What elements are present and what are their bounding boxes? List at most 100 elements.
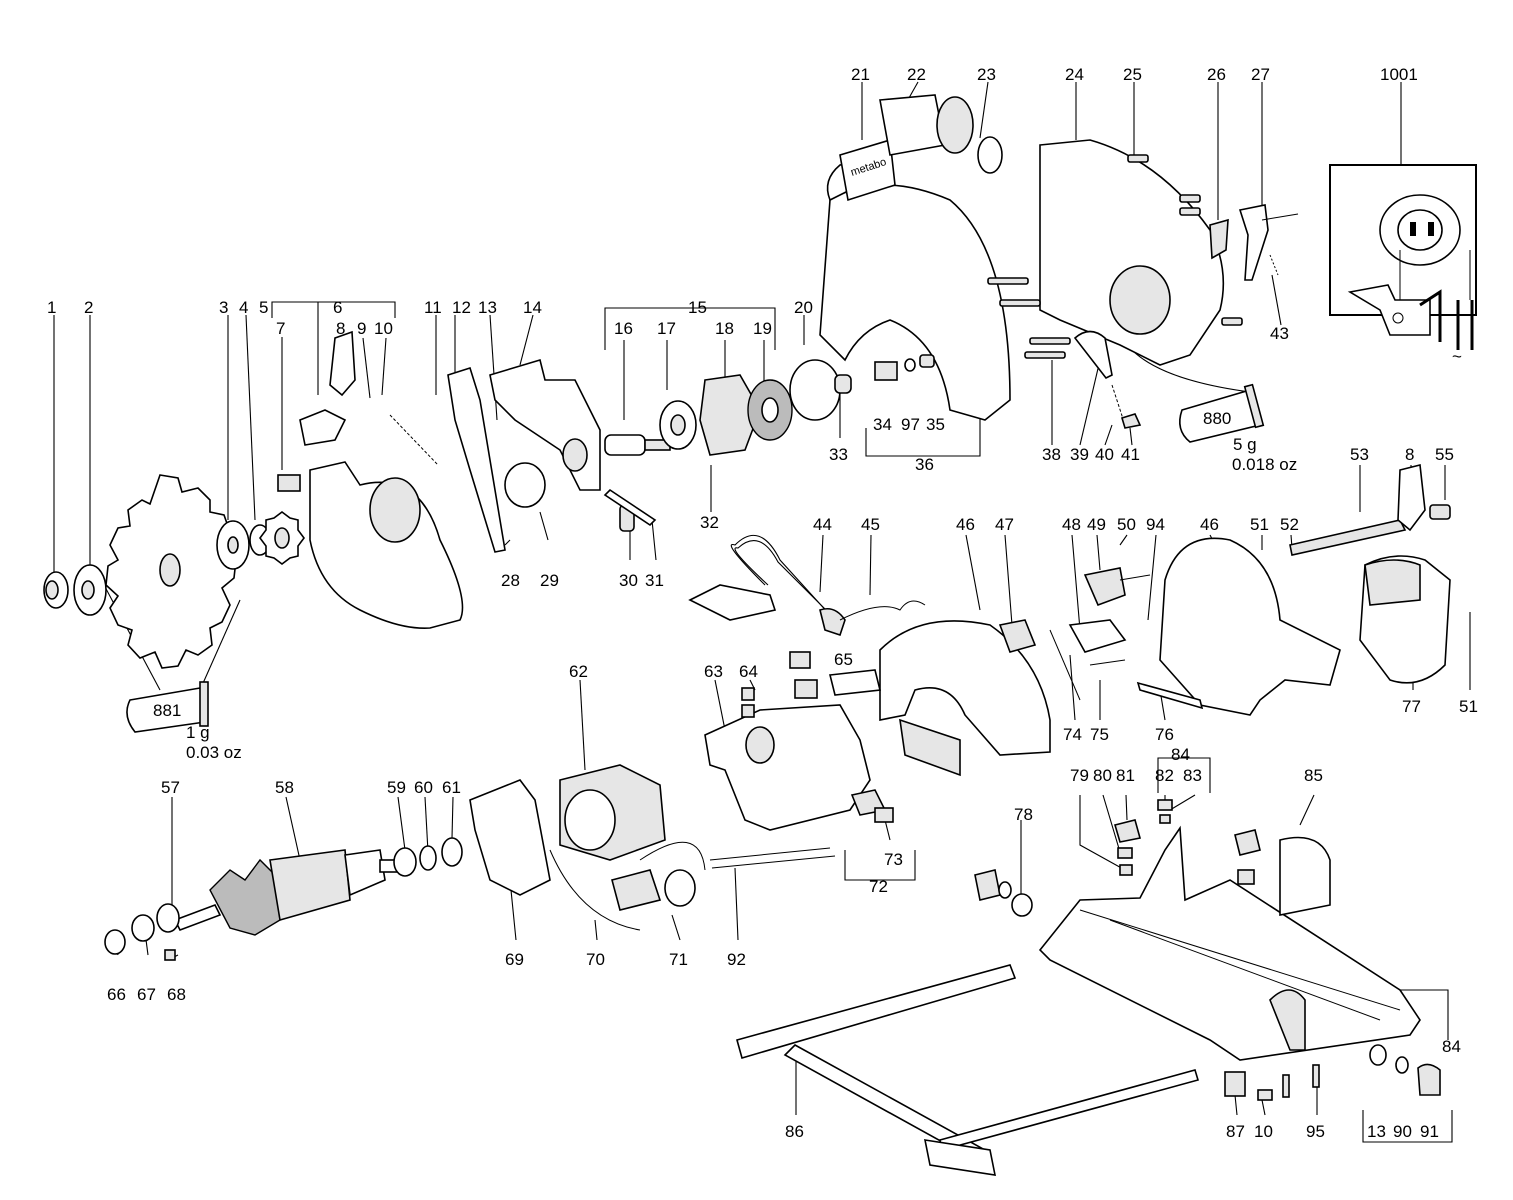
ring-61 — [441, 837, 463, 867]
guard-housing — [1039, 139, 1225, 366]
rod — [1289, 519, 1407, 556]
knife-bracket — [489, 358, 601, 491]
part-label: 14 — [523, 298, 542, 317]
part-label: 35 — [926, 415, 945, 434]
wiring-detail-box: ~ — [1329, 164, 1477, 366]
key-68 — [164, 949, 176, 961]
outer-flange-nut — [43, 571, 69, 609]
fan-baffle — [469, 779, 551, 896]
inner-flange — [216, 520, 250, 570]
part-label: 15 — [688, 298, 707, 317]
wire-70 — [549, 849, 641, 931]
screw-35 — [919, 354, 935, 368]
part-label: 1 — [47, 298, 56, 317]
part-label: 24 — [1065, 65, 1084, 84]
nut-66 — [104, 929, 126, 955]
part-label: 61 — [442, 778, 461, 797]
nut-83 — [1159, 814, 1171, 824]
screw-13 — [1369, 1044, 1387, 1066]
part-label: 25 — [1123, 65, 1142, 84]
part-label: 57 — [161, 778, 180, 797]
part-label: 4 — [239, 298, 248, 317]
part-label: 12 — [452, 298, 471, 317]
washer-90 — [1395, 1056, 1409, 1074]
spindle — [604, 434, 671, 456]
part-label: 84 — [1171, 745, 1190, 764]
part-label: 6 — [333, 298, 342, 317]
carbon-brush — [789, 651, 811, 669]
base-plate — [1038, 825, 1421, 1061]
part-label: 73 — [884, 850, 903, 869]
part-label: 17 — [657, 319, 676, 338]
part-label: 31 — [645, 571, 664, 590]
part-label: 53 — [1350, 445, 1369, 464]
guard-lever — [329, 330, 356, 397]
lower-guard — [299, 409, 464, 629]
part-label: 72 — [869, 877, 888, 896]
part-label: 77 — [1402, 697, 1421, 716]
part-label: 11 — [424, 298, 442, 317]
part-label: 95 — [1306, 1122, 1325, 1141]
part-label: 50 — [1117, 515, 1136, 534]
parallel-guide — [736, 964, 1200, 1176]
clamping-screw — [1073, 330, 1113, 380]
leader-lines — [53, 81, 1471, 1143]
cover-85 — [1279, 836, 1331, 916]
spring-washer — [259, 511, 305, 565]
knob-base — [1234, 829, 1261, 856]
part-label: 10 — [374, 319, 393, 338]
part-label: 46 — [1200, 515, 1219, 534]
part-label: 78 — [1014, 805, 1033, 824]
part-label: 62 — [569, 662, 588, 681]
part-label: 10 — [1254, 1122, 1273, 1141]
bearing-59 — [393, 847, 417, 877]
part-label: 81 — [1116, 766, 1135, 785]
part-label: 19 — [753, 319, 772, 338]
spring-43 — [1269, 254, 1279, 276]
o-ring-23 — [977, 136, 1003, 174]
spring-79 — [1119, 864, 1133, 876]
svg-text:881: 881 — [153, 701, 181, 720]
part-label: 79 — [1070, 766, 1089, 785]
part-label: 23 — [977, 65, 996, 84]
knob-78 — [974, 869, 1033, 917]
ring-60 — [419, 845, 437, 871]
brand-label: metabo — [839, 138, 896, 202]
part-label: 70 — [586, 950, 605, 969]
part-label: 36 — [915, 455, 934, 474]
brush-cap-2 — [741, 704, 755, 718]
motor-housing — [704, 704, 871, 831]
part-label: 40 — [1095, 445, 1114, 464]
part-label: 3 — [219, 298, 228, 317]
handle-housing — [1159, 537, 1341, 716]
part-label: 8 — [1405, 445, 1414, 464]
guide-clamp — [1224, 1071, 1246, 1097]
part-label: 90 — [1393, 1122, 1412, 1141]
part-label: 66 — [107, 985, 126, 1004]
ball-bearing — [659, 400, 697, 450]
part-label: 20 — [794, 298, 813, 317]
svg-text:~: ~ — [1452, 347, 1462, 366]
plate-base — [1237, 869, 1255, 885]
part-number-labels: 1 2 3 4 5 6 7 8 9 10 11 12 13 14 15 16 1… — [47, 65, 1478, 1141]
part-label: 51 — [1250, 515, 1269, 534]
part-label: 87 — [1226, 1122, 1245, 1141]
part-label: 94 — [1146, 515, 1165, 534]
carbon-brush-2 — [794, 679, 818, 699]
part-label: 9 — [357, 319, 366, 338]
part-label: 52 — [1280, 515, 1299, 534]
part-label: 82 — [1155, 766, 1174, 785]
part-label: 58 — [275, 778, 294, 797]
motor-cap — [1359, 555, 1451, 684]
screw-55 — [1429, 504, 1451, 520]
part-label: 2 — [84, 298, 93, 317]
part-label: 83 — [1183, 766, 1202, 785]
part-label: 68 — [167, 985, 186, 1004]
screw-10 — [1257, 1089, 1273, 1101]
part-label: 34 — [873, 415, 892, 434]
part-label: 55 — [1435, 445, 1454, 464]
bearing-57 — [156, 903, 180, 933]
part-label: 21 — [851, 65, 870, 84]
part-label: 5 — [259, 298, 268, 317]
dust-port — [879, 94, 974, 156]
